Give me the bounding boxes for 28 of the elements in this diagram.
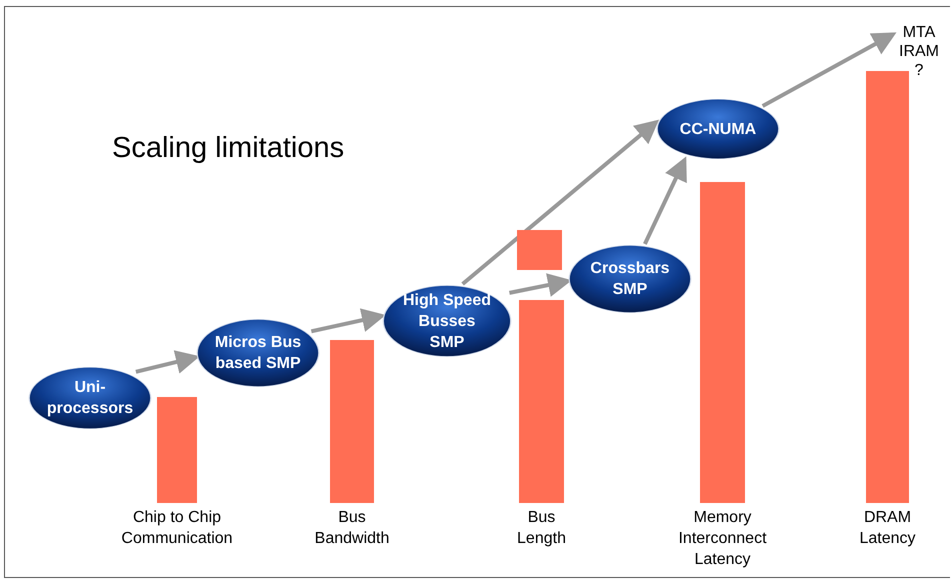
ellipse-node — [656, 98, 780, 160]
ellipse-node — [568, 244, 692, 314]
arrow — [643, 156, 687, 245]
node-label: Micros Bus based SMP — [214, 333, 302, 374]
bar — [519, 300, 564, 503]
bar-label: DRAM Latency — [858, 508, 917, 549]
bar — [517, 230, 562, 270]
arrow — [762, 32, 896, 108]
bar-label: Bus Length — [516, 508, 567, 549]
ellipse-node — [382, 284, 512, 358]
bar — [330, 340, 374, 503]
node-label: CC-NUMA — [678, 120, 758, 140]
node-label: Uni-processors — [46, 378, 134, 419]
node-label: High Speed Busses SMP — [402, 290, 492, 352]
ellipse-node — [196, 318, 320, 388]
arrow — [135, 350, 200, 374]
arrow — [461, 120, 660, 286]
ellipse-node — [28, 366, 152, 430]
node-label: MTA IRAM ? — [898, 22, 940, 80]
bar-label: Chip to Chip Communication — [120, 508, 234, 549]
arrow — [310, 308, 386, 334]
diagram-title: Scaling limitations — [112, 132, 344, 165]
bar-label: Memory Interconnect Latency — [677, 508, 768, 570]
bar — [157, 397, 197, 503]
bar — [700, 182, 745, 503]
bar — [866, 71, 909, 503]
bar-label: Bus Bandwidth — [314, 508, 390, 549]
node-label: Crossbars SMP — [589, 259, 671, 300]
